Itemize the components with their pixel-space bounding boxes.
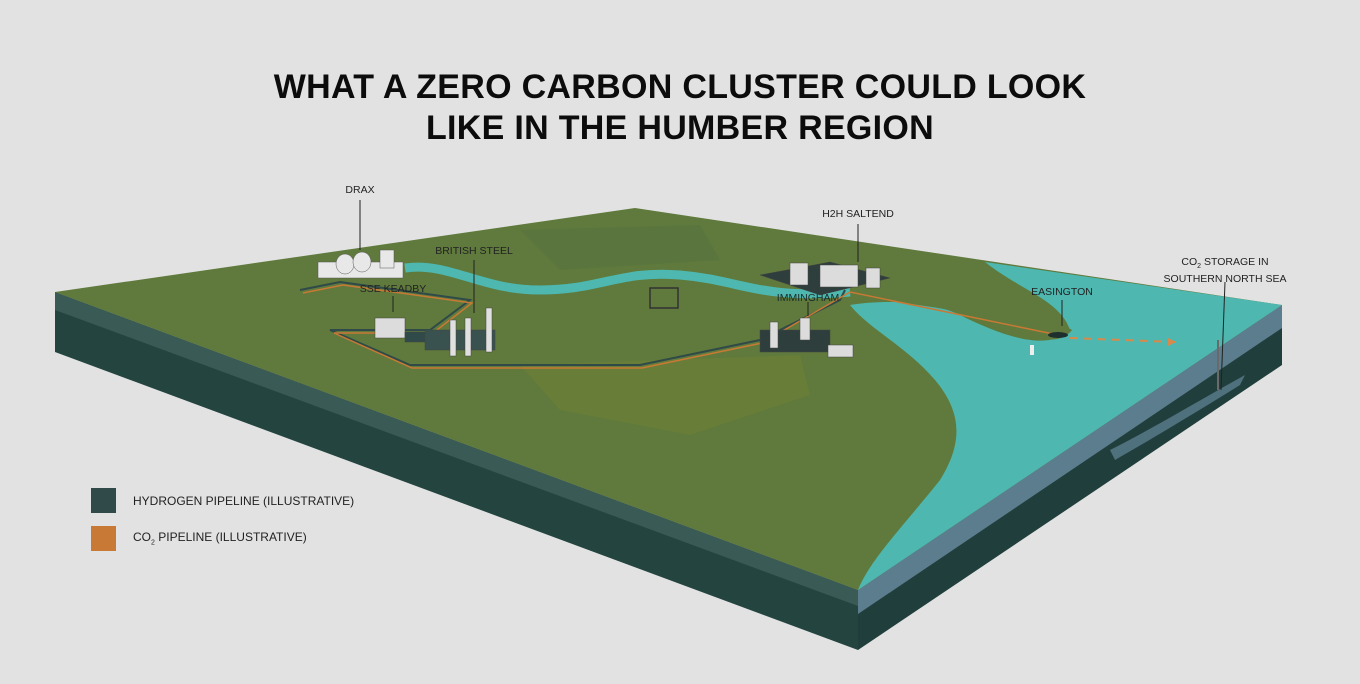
title-line-1: WHAT A ZERO CARBON CLUSTER COULD LOOK xyxy=(273,68,1087,106)
label-drax: DRAX xyxy=(345,184,375,196)
h2h-saltend-plant xyxy=(759,261,891,296)
lighthouse xyxy=(1030,345,1034,355)
co2-pipeline xyxy=(302,284,1059,369)
label-storage-text: STORAGE IN xyxy=(1201,256,1269,268)
slab-left-side-band xyxy=(55,292,858,606)
legend-label-hydrogen: HYDROGEN PIPELINE (ILLUSTRATIVE) xyxy=(133,493,355,508)
label-immingham: IMMINGHAM xyxy=(776,292,840,304)
legend-label-co2: CO2 PIPELINE (ILLUSTRATIVE) xyxy=(133,530,307,546)
page-title: WHAT A ZERO CARBON CLUSTER COULD LOOK LI… xyxy=(0,67,1360,149)
legend-swatch-co2 xyxy=(91,526,116,551)
easington-terminal xyxy=(1048,332,1068,338)
label-southern-north-sea: SOUTHERN NORTH SEA xyxy=(1163,273,1287,286)
legend-pipeline-text: PIPELINE (ILLUSTRATIVE) xyxy=(154,530,307,545)
co2-storage-reservoir xyxy=(1110,375,1245,460)
title-line-2: LIKE IN THE HUMBER REGION xyxy=(425,109,935,147)
easington-spit xyxy=(880,290,1072,340)
leader-line-co2-storage xyxy=(1220,281,1226,391)
label-h2h-saltend: H2H SALTEND xyxy=(822,208,894,220)
label-co2-subscript: 2 xyxy=(1197,263,1202,271)
legend-co2-subscript: 2 xyxy=(151,539,155,547)
sea-and-estuary xyxy=(850,262,1282,590)
label-sse-keadby: SSE KEADBY xyxy=(359,283,427,295)
arrow-icon xyxy=(1168,338,1176,346)
river xyxy=(404,262,851,299)
sse-keadby-plant xyxy=(374,317,426,343)
sea-side-band xyxy=(858,305,1282,614)
legend-hydrogen-pipeline: HYDROGEN PIPELINE (ILLUSTRATIVE) xyxy=(91,488,354,513)
legend-co2-text: CO xyxy=(133,530,151,545)
field-patch xyxy=(520,355,810,435)
label-co2-storage: CO2 STORAGE IN SOUTHERN NORTH SEA xyxy=(1155,256,1295,285)
drax-plant xyxy=(317,249,404,279)
legend-swatch-hydrogen xyxy=(91,488,116,513)
british-steel-plant xyxy=(424,307,496,357)
legend-co2-pipeline: CO2 PIPELINE (ILLUSTRATIVE) xyxy=(91,526,307,551)
label-easington: EASINGTON xyxy=(1031,286,1093,298)
label-co2-text: CO xyxy=(1181,256,1198,268)
label-british-steel: BRITISH STEEL xyxy=(435,245,513,257)
immingham-plant xyxy=(759,317,854,358)
co2-offshore-pipeline xyxy=(1069,337,1176,343)
humber-bridge xyxy=(649,287,679,309)
field-patch xyxy=(520,225,720,270)
